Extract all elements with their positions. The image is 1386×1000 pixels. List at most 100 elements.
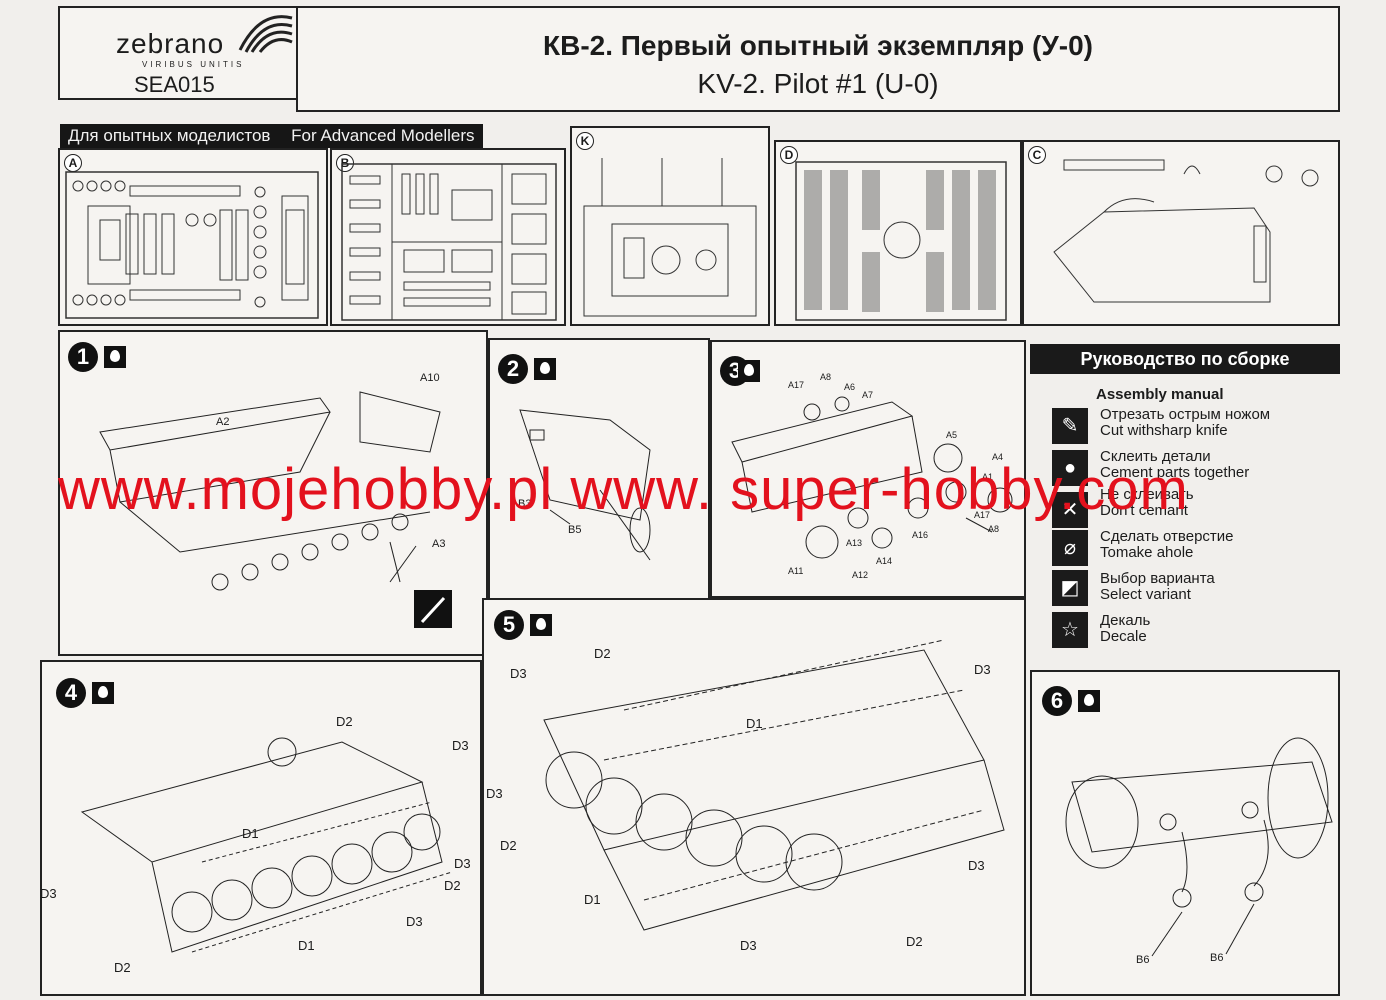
title-russian: КВ-2. Первый опытный экземпляр (У-0): [543, 30, 1093, 61]
part-label: D2: [114, 960, 131, 975]
part-label: B6: [1210, 952, 1224, 964]
step-1-drawing: [60, 332, 452, 628]
part-label: D2: [336, 714, 353, 729]
part-label: D3: [740, 938, 757, 953]
part-label: D2: [444, 878, 461, 893]
title-english: KV-2. Pilot #1 (U-0): [697, 68, 939, 99]
step-4-drawing: [42, 662, 480, 994]
step-5-drawing: [484, 600, 1024, 994]
part-label: A5: [946, 430, 958, 440]
part-label: D2: [594, 646, 611, 661]
part-label: A3: [432, 538, 446, 550]
guide-item-ru: Отрезать острым ножом: [1100, 406, 1271, 423]
guide-item-ru: Выбор варианта: [1100, 570, 1215, 587]
glue-icon: ●: [1052, 450, 1088, 486]
brand-box: zebrano VIRIBUS UNITIS SEA015: [58, 6, 298, 100]
part-label: D3: [974, 662, 991, 677]
guide-item-en: Cement parts together: [1100, 464, 1250, 481]
sprue-label-b: B: [336, 154, 354, 172]
banner-en: For Advanced Modellers: [291, 126, 475, 145]
part-label: D2: [500, 838, 517, 853]
sprue-d-drawing: [776, 142, 1020, 324]
part-label: B6: [1136, 954, 1150, 966]
no-glue-icon: ✕: [1052, 492, 1088, 528]
sprue-c-drawing: [1024, 142, 1338, 324]
part-label: D1: [584, 892, 601, 907]
part-label: A17: [974, 510, 991, 520]
glue-drop-icon: [92, 682, 114, 704]
part-label: A14: [876, 556, 893, 566]
sprue-panel-c: C: [1022, 140, 1340, 326]
sprue-a-drawing: [60, 150, 326, 324]
part-label: B3: [518, 498, 532, 510]
guide-item-en: Don't cemant: [1100, 502, 1188, 519]
part-label: D3: [486, 786, 503, 801]
part-label: A11: [788, 566, 804, 576]
guide-item-ru: Сделать отверстие: [1100, 528, 1234, 545]
watermark-text: www.mojehobby.pl www. super-hobby.com: [58, 457, 1189, 522]
sprue-b-drawing: [332, 150, 564, 324]
guide-title: Руководство по сборке: [1030, 344, 1340, 374]
step-6-drawing: [1032, 672, 1338, 994]
part-label: A10: [420, 372, 440, 384]
step-2-number: 2: [498, 354, 528, 384]
part-label: D3: [40, 886, 57, 901]
step-5-panel: 5 D2 D3 D1 D3 D2 D3 D1 D3 D3 D2: [482, 598, 1026, 996]
part-label: B5: [568, 524, 582, 536]
title-box: КВ-2. Первый опытный экземпляр (У-0) KV-…: [296, 6, 1340, 112]
part-label: D3: [406, 914, 423, 929]
sprue-panel-d: D: [774, 140, 1022, 326]
step-6-number: 6: [1042, 686, 1072, 716]
step-3-panel: 3 A17 A8 A6 A7 A5 A4 A1 A11 A13 A12 A14 …: [710, 340, 1026, 598]
part-label: A2: [216, 416, 230, 428]
star-icon: ☆: [1052, 612, 1088, 648]
variant-icon: ◩: [1052, 570, 1088, 606]
guide-item-ru: Не склеивать: [1100, 486, 1194, 503]
step-5-number: 5: [494, 610, 524, 640]
guide-item-ru: Склеить детали: [1100, 448, 1211, 465]
guide-item-en: Cut withsharp knife: [1100, 422, 1228, 439]
zebra-logo-icon: [230, 10, 296, 54]
part-label: A1: [982, 472, 994, 482]
sprue-label-d: D: [780, 146, 798, 164]
part-label: D3: [510, 666, 527, 681]
part-label: D3: [454, 856, 471, 871]
part-label: D1: [242, 826, 259, 841]
part-label: D2: [906, 934, 923, 949]
guide-item-en: Select variant: [1100, 586, 1191, 603]
glue-drop-icon: [104, 346, 126, 368]
part-label: A8: [988, 524, 1000, 534]
sprue-label-k: K: [576, 132, 594, 150]
step-4-number: 4: [56, 678, 86, 708]
brand-name: zebrano: [116, 28, 225, 59]
guide-item-en: Decale: [1100, 628, 1147, 645]
step-2-panel: 2 B3 B5: [488, 338, 710, 602]
guide-subtitle: Assembly manual: [1096, 386, 1224, 403]
product-code: SEA015: [134, 72, 215, 97]
brand-tagline: VIRIBUS UNITIS: [142, 60, 245, 69]
part-label: D1: [746, 716, 763, 731]
sprue-panel-a: A: [58, 148, 328, 326]
glue-drop-icon: [1078, 690, 1100, 712]
part-label: A13: [846, 538, 863, 548]
sprue-panel-b: B: [330, 148, 566, 326]
advanced-banner: Для опытных моделистов For Advanced Mode…: [60, 124, 483, 148]
part-label: A6: [844, 382, 856, 392]
part-label: A4: [992, 452, 1004, 462]
part-label: D1: [298, 938, 315, 953]
part-label: A8: [820, 372, 832, 382]
step-2-drawing: [490, 340, 708, 600]
guide-item-en: Tomake ahole: [1100, 544, 1194, 561]
step-1-panel: 1 A10 A2 A3: [58, 330, 488, 656]
drill-icon: ⌀: [1052, 530, 1088, 566]
glue-drop-icon: [738, 360, 760, 382]
step-4-panel: 4 D2 D3 D1 D3 D3 D2 D3 D1 D2: [40, 660, 482, 996]
step-3-drawing: [712, 342, 1024, 596]
sprue-k-drawing: [572, 128, 768, 324]
glue-drop-icon: [530, 614, 552, 636]
glue-drop-icon: [534, 358, 556, 380]
part-label: A16: [912, 530, 929, 540]
step-1-number: 1: [68, 342, 98, 372]
part-label: A17: [788, 380, 805, 390]
guide-item-ru: Декаль: [1100, 612, 1151, 629]
